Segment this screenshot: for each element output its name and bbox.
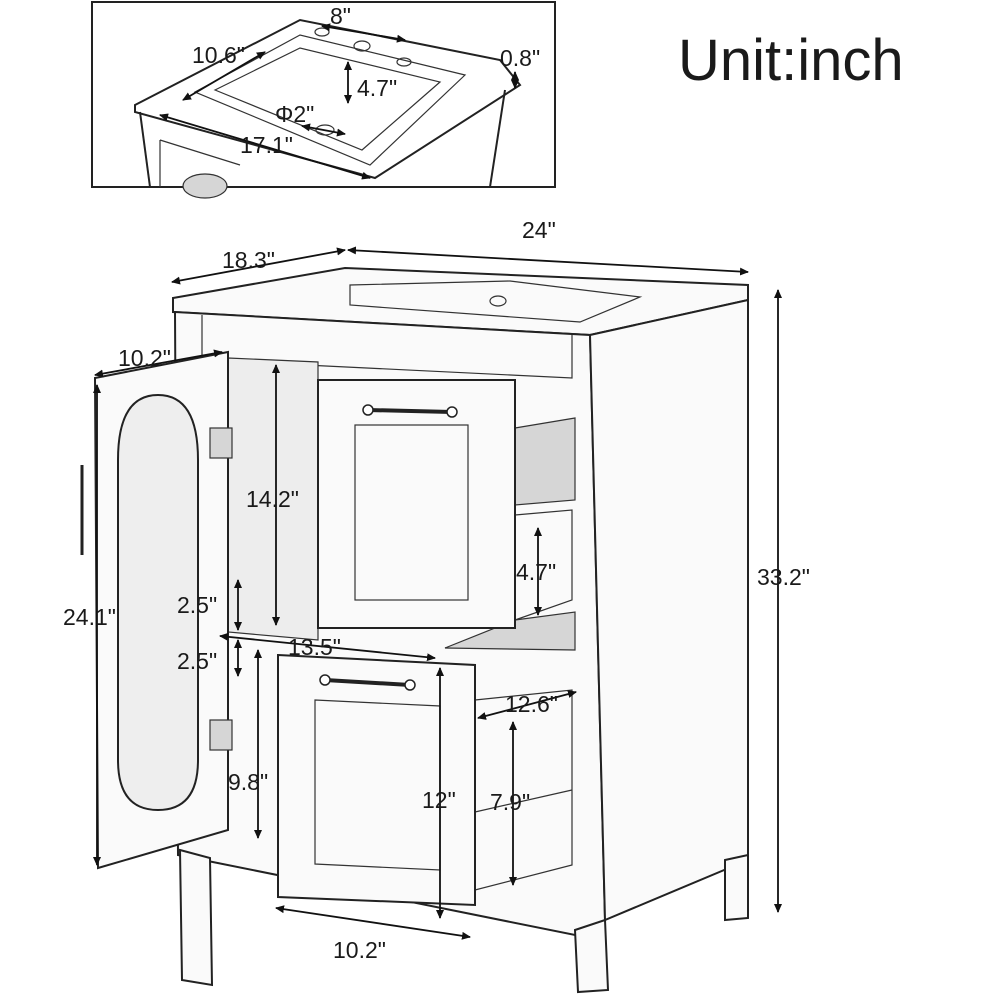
- dimension-labels: 18.3" 24" 33.2" 10.2" 24.1" 14.2" 2.5" 1…: [63, 217, 810, 963]
- sink-basin-width-label: 17.1": [240, 132, 293, 158]
- upper-back-shadow: [514, 417, 576, 506]
- basin-width-arrow: [159, 113, 371, 180]
- interior-width-arrow: [219, 632, 436, 662]
- lower-drawer-front: [277, 653, 476, 907]
- upper-hinge: [209, 427, 233, 459]
- gap-lower-label: 2.5": [177, 648, 217, 674]
- door-glass-panel: [117, 393, 199, 812]
- interior-height-label: 14.2": [246, 486, 299, 512]
- sink-spacing-label: 8": [330, 3, 351, 29]
- interior-width-label: 13.5": [288, 634, 341, 660]
- lower-interior-height-label: 9.8": [228, 769, 268, 795]
- sink-basin-depth-label: 4.7": [357, 75, 397, 101]
- cabinet-height-label: 33.2": [757, 564, 810, 590]
- cabinet-side: [588, 298, 749, 922]
- dimension-arrows: [93, 246, 782, 940]
- lower-drawer-handle: [324, 678, 411, 687]
- cabinet-depth-label: 18.3": [222, 247, 275, 273]
- depth-arrow: [171, 247, 346, 285]
- lower-drawer-inner-height-label: 7.9": [490, 789, 530, 815]
- sink-thickness-label: 0.8": [500, 45, 540, 71]
- lower-handle-knob-left: [319, 674, 331, 686]
- faucet-hole: [489, 295, 507, 307]
- drawer-depth-arrow: [477, 690, 577, 720]
- door-height-label: 24.1": [63, 604, 116, 630]
- top-rail: [201, 315, 573, 379]
- upper-handle-knob-right: [446, 406, 458, 418]
- inset-cabinet-right: [489, 89, 506, 188]
- gap-upper-label: 2.5": [177, 592, 217, 618]
- lower-hinge: [209, 719, 233, 751]
- inset-frame: [91, 1, 556, 188]
- leg-back-right: [724, 853, 749, 922]
- vanity-cabinet: [80, 266, 749, 994]
- faucet-hole-right: [396, 57, 412, 67]
- upper-handle-knob-left: [362, 404, 374, 416]
- sink-basin-length-label: 10.6": [192, 42, 245, 68]
- leg-front-left: [178, 848, 214, 987]
- upper-drawer-front: [317, 379, 516, 629]
- inset-cabinet-left: [139, 111, 151, 188]
- inset-glass-peek: [182, 173, 228, 199]
- door-width-arrow: [94, 349, 223, 378]
- mid-back-shadow: [444, 611, 576, 651]
- drawer-width-arrow: [275, 905, 471, 940]
- lower-drawer-slide: [474, 789, 573, 813]
- spacing-arrow: [321, 23, 406, 43]
- upper-drawer-box: [514, 509, 573, 621]
- lower-handle-knob-right: [404, 679, 416, 691]
- lower-drawer-front-height-label: 12": [422, 787, 456, 813]
- leg-front-right: [573, 918, 610, 994]
- cabinet-width-label: 24": [522, 217, 556, 243]
- sink-top-outline: [134, 18, 522, 180]
- drawer-width-label: 10.2": [333, 937, 386, 963]
- upper-drawer-panel: [354, 424, 469, 601]
- sink-detail-inset: 8" 10.6" 0.8" 4.7" Φ2" 17.1": [91, 1, 556, 199]
- upper-drawer-handle: [367, 408, 453, 414]
- unit-label: Unit:inch: [678, 28, 904, 93]
- width-arrow: [347, 246, 749, 276]
- upper-drawer-height-label: 4.7": [516, 559, 556, 585]
- basin-opening: [349, 280, 643, 323]
- door-width-label: 10.2": [118, 345, 171, 371]
- drawer-depth-label: 12.6": [505, 691, 558, 717]
- basin-length-arrow: [182, 51, 266, 101]
- sink-drain-label: Φ2": [275, 101, 314, 127]
